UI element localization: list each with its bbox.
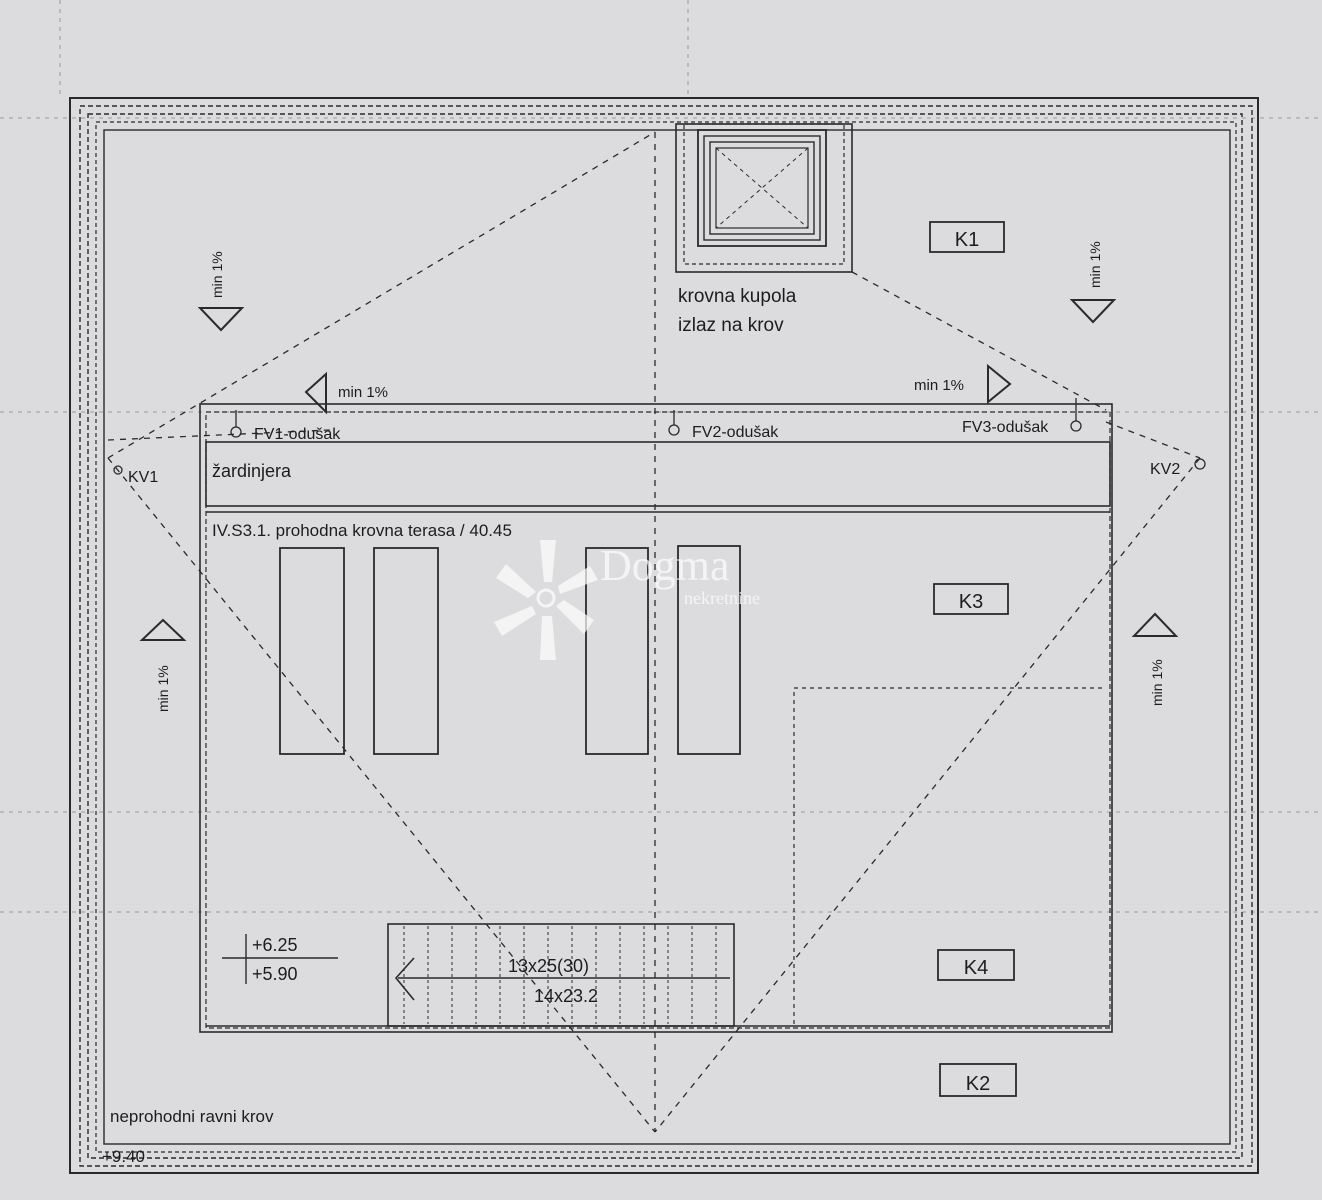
background-grid — [0, 0, 1322, 913]
planter-label: žardinjera — [212, 461, 292, 481]
slope-arrow-left-icon — [304, 371, 327, 415]
fv3-vent-icon — [1070, 420, 1082, 432]
slope-label-upper-left: min 1% — [209, 251, 225, 298]
label-k4: K4 — [964, 957, 988, 979]
kv2-drain-icon — [1194, 458, 1206, 470]
slope-arrow-down-icon — [197, 307, 245, 332]
dome-label-line2: izlaz na krov — [678, 315, 784, 336]
text-labels: K1 K3 K4 K2 krovna kupola izlaz na krov … — [102, 229, 1180, 1166]
dome-label-line1: krovna kupola — [678, 286, 797, 307]
watermark: Dogma nekretnine — [494, 540, 760, 660]
slope-arrow-right-icon — [987, 363, 1012, 405]
roof-note: neprohodni ravni krov — [110, 1107, 274, 1126]
stairs-bottom-label: 14x23.2 — [534, 986, 598, 1006]
fv2-vent-icon — [668, 424, 680, 436]
fv1-vent-icon — [230, 426, 242, 438]
slope-label-upper-right: min 1% — [1087, 241, 1103, 288]
kv1-drain-icon — [113, 465, 123, 475]
label-k2: K2 — [966, 1073, 990, 1095]
roof-dome — [675, 123, 853, 273]
vent-symbols — [113, 398, 1206, 475]
slope-label-top-left: min 1% — [338, 384, 388, 401]
drain-kv1-label: KV1 — [128, 469, 158, 486]
slope-arrow-down-icon — [1069, 299, 1117, 324]
terrace-label: IV.S3.1. prohodna krovna terasa / 40.45 — [212, 521, 512, 540]
roof-outer-boundary — [69, 97, 1259, 1174]
level-bottom: +5.90 — [252, 964, 298, 984]
terrace-outline — [199, 403, 1113, 1033]
slope-lines — [107, 131, 1201, 1133]
drain-kv2-label: KV2 — [1150, 461, 1180, 478]
watermark-sub: nekretnine — [684, 588, 760, 608]
watermark-brand: Dogma — [600, 541, 730, 590]
slope-label-top-right: min 1% — [914, 377, 964, 394]
vent-fv3-label: FV3-odušak — [962, 419, 1049, 436]
roof-level: +9.40 — [102, 1147, 145, 1166]
watermark-logo-icon — [494, 540, 598, 660]
zone-k4-outline — [793, 687, 1104, 1024]
label-k3: K3 — [959, 591, 983, 613]
slope-arrows — [139, 299, 1179, 641]
label-k1: K1 — [955, 229, 979, 251]
label-boxes — [929, 221, 1017, 1097]
level-top: +6.25 — [252, 935, 298, 955]
stairs-top-label: 13x25(30) — [508, 956, 589, 976]
slope-arrow-up-icon — [139, 618, 187, 641]
planter-boxes — [279, 545, 741, 755]
slope-label-right: min 1% — [1149, 659, 1165, 706]
stairs — [387, 923, 735, 1027]
slope-arrow-up-icon — [1131, 612, 1179, 637]
vent-fv1-label: FV1-odušak — [254, 426, 341, 443]
level-marker — [222, 934, 338, 984]
slope-label-left: min 1% — [155, 665, 171, 712]
vent-fv2-label: FV2-odušak — [692, 424, 779, 441]
